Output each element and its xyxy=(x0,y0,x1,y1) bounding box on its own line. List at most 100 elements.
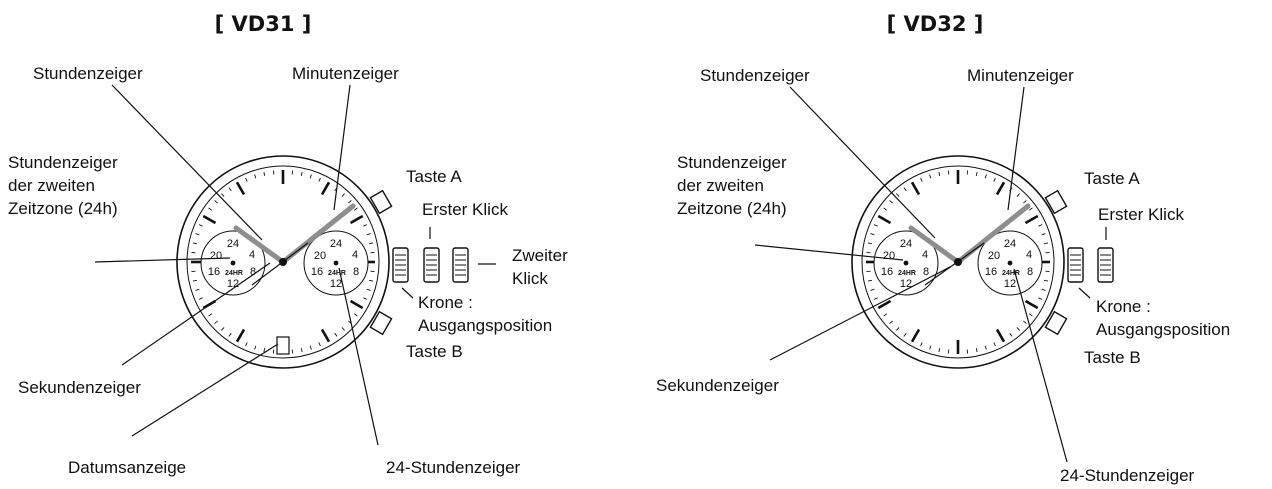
hour-marker xyxy=(910,328,921,343)
minute-marker xyxy=(318,342,321,347)
subdial-label: 4 xyxy=(352,249,358,261)
minute-marker xyxy=(975,348,978,353)
minute-marker xyxy=(896,193,900,197)
hour-marker xyxy=(995,328,1006,343)
subdial-label: 20 xyxy=(988,250,1000,262)
vd32-label-minute-hand: Minutenzeiger xyxy=(967,66,1074,85)
vd31-label-minute-hand: Minutenzeiger xyxy=(292,64,399,83)
hour-marker xyxy=(877,299,892,310)
minute-marker xyxy=(369,279,374,282)
vd31-crown-initial-icon[interactable] xyxy=(392,247,409,283)
vd31-label-crown-1: Krone : xyxy=(418,293,473,312)
subdial-center-label: 24HR xyxy=(898,270,916,277)
vd31-subdial-left: 24 4 8 12 16 20 24HR xyxy=(200,230,266,296)
minute-marker xyxy=(245,342,248,347)
minute-marker xyxy=(984,345,987,350)
minute-marker xyxy=(867,242,872,245)
vd32-panel: [ VD32 ] 24 4 8 12 16 20 xyxy=(656,12,1230,485)
vd31-title: [ VD31 ] xyxy=(215,12,312,36)
hour-marker xyxy=(235,328,246,343)
minute-marker xyxy=(341,193,345,197)
minute-marker xyxy=(192,279,197,282)
vd31-crown-first-click-icon[interactable] xyxy=(423,247,440,283)
minute-marker xyxy=(867,279,872,282)
hour-marker xyxy=(320,328,331,343)
vd32-leader-lines xyxy=(754,86,1107,463)
vd32-label-crown-1: Krone : xyxy=(1096,297,1151,316)
minute-marker xyxy=(1041,233,1046,236)
subdial-label: 8 xyxy=(1027,266,1033,278)
vd31-minute-track xyxy=(191,170,375,354)
vd31-label-second-zone-3: Zeitzone (24h) xyxy=(8,199,118,218)
vd32-crown-initial-icon[interactable] xyxy=(1067,247,1084,283)
hour-marker xyxy=(1024,299,1039,310)
vd32-pusher-b-icon[interactable] xyxy=(1044,310,1068,336)
minute-marker xyxy=(903,332,907,337)
minute-marker xyxy=(1044,279,1049,282)
minute-marker xyxy=(920,177,923,182)
minute-marker xyxy=(883,207,888,211)
minute-marker xyxy=(214,200,218,204)
minute-marker xyxy=(984,174,987,179)
minute-marker xyxy=(870,233,875,236)
minute-marker xyxy=(341,327,345,331)
vd31-panel: [ VD31 ] 2 xyxy=(8,12,568,477)
minute-marker xyxy=(221,327,225,331)
vd31-label-second-click-1: Zweiter xyxy=(512,246,568,265)
minute-marker xyxy=(300,348,303,353)
minute-marker xyxy=(228,332,232,337)
minute-marker xyxy=(1028,207,1033,211)
minute-marker xyxy=(208,313,213,317)
vd32-label-crown-2: Ausgangsposition xyxy=(1096,320,1230,339)
minute-marker xyxy=(975,171,978,176)
minute-marker xyxy=(263,348,266,353)
vd31-pusher-b-icon[interactable] xyxy=(369,310,393,336)
vd32-crown-first-click-icon[interactable] xyxy=(1097,247,1114,283)
minute-marker xyxy=(300,171,303,176)
vd31-pusher-a-icon[interactable] xyxy=(369,189,393,215)
vd32-minute-track xyxy=(866,170,1050,354)
minute-marker xyxy=(348,200,352,204)
subdial-label: 20 xyxy=(883,250,895,262)
hour-marker xyxy=(235,181,246,196)
minute-marker xyxy=(366,233,371,236)
minute-marker xyxy=(929,174,932,179)
vd32-label-seconds-hand: Sekundenzeiger xyxy=(656,376,779,395)
vd32-label-24h-hand: 24-Stundenzeiger xyxy=(1060,466,1195,485)
subdial-label: 4 xyxy=(922,249,928,261)
subdial-label: 20 xyxy=(314,250,326,262)
subdial-label: 12 xyxy=(900,278,912,290)
minute-marker xyxy=(353,313,358,317)
vd31-date-window-icon xyxy=(276,336,290,355)
vd32-label-button-b: Taste B xyxy=(1084,348,1141,367)
subdial-label: 16 xyxy=(311,266,323,278)
vd32-subdial-left: 24 4 8 12 16 20 24HR xyxy=(873,230,939,296)
subdial-label: 20 xyxy=(210,250,222,262)
minute-marker xyxy=(353,207,358,211)
minute-marker xyxy=(254,345,257,350)
vd31-label-button-a: Taste A xyxy=(406,167,462,186)
minute-marker xyxy=(363,224,368,227)
subdial-label: 16 xyxy=(985,266,997,278)
vd31-crown-second-click-icon[interactable] xyxy=(452,247,469,283)
vd31-label-hour-hand: Stundenzeiger xyxy=(33,64,143,83)
minute-marker xyxy=(195,288,200,291)
minute-marker xyxy=(873,297,878,300)
minute-marker xyxy=(938,171,941,176)
vd32-label-first-click: Erster Klick xyxy=(1098,205,1184,224)
minute-marker xyxy=(1016,327,1020,331)
minute-marker xyxy=(198,224,203,227)
subdial-label: 16 xyxy=(208,266,220,278)
minute-marker xyxy=(318,177,321,182)
subdial-label: 12 xyxy=(1004,278,1016,290)
vd32-pusher-a-icon[interactable] xyxy=(1044,189,1068,215)
minute-marker xyxy=(1028,313,1033,317)
minute-marker xyxy=(903,187,907,192)
minute-marker xyxy=(334,332,338,337)
vd31-watch-icon: 24 4 8 12 16 20 24HR 24 4 8 12 16 20 24H… xyxy=(176,155,469,369)
minute-marker xyxy=(1023,200,1027,204)
subdial-label: 24 xyxy=(900,238,912,250)
vd31-label-second-zone-1: Stundenzeiger xyxy=(8,153,118,172)
